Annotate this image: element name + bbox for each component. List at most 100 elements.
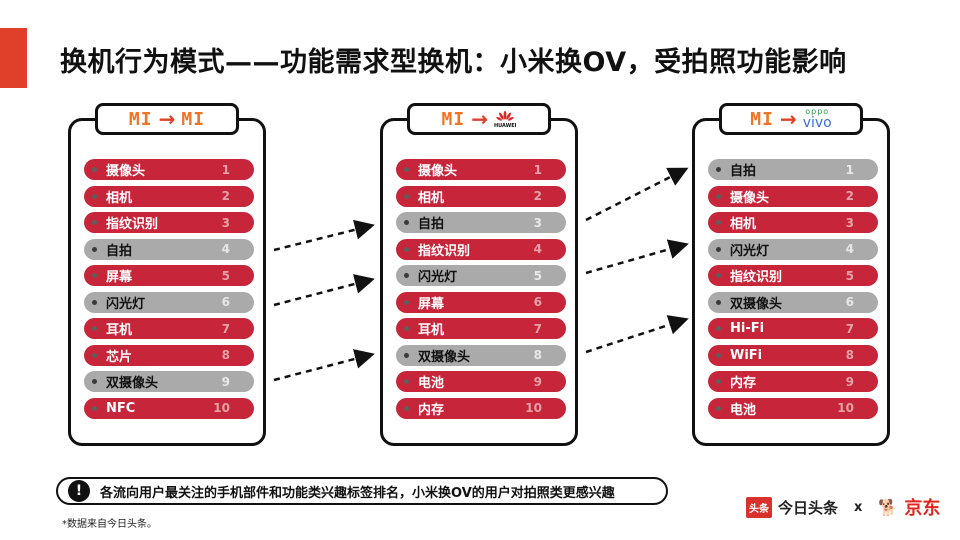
item-label: 耳机 [418, 323, 445, 338]
item-label: 自拍 [418, 217, 445, 232]
item-rank: 6 [221, 295, 230, 309]
bullet-icon [92, 326, 97, 331]
toutiao-badge: 头条 [746, 496, 772, 518]
page-title: 换机行为模式——功能需求型换机：小米换OV，受拍照功能影响 [60, 47, 847, 78]
jd-logo: 京东 [904, 498, 941, 519]
item-rank: 2 [221, 189, 230, 203]
item-rank: 3 [845, 215, 854, 230]
item-rank: 7 [221, 321, 230, 336]
bullet-icon [404, 220, 409, 225]
item-label: 屏幕 [106, 270, 133, 285]
arrow-right-icon: → [471, 107, 488, 131]
bullet-icon [716, 273, 721, 278]
bullet-icon [716, 246, 721, 252]
list-item: 屏幕 5 [84, 265, 254, 286]
item-rank: 10 [213, 401, 230, 415]
item-rank: 5 [221, 268, 230, 283]
item-label: 摄像头 [418, 164, 458, 179]
bullet-icon [404, 273, 409, 278]
bullet-icon [92, 299, 97, 305]
item-label: 摄像头 [106, 164, 146, 179]
flow-arrow [273, 274, 375, 307]
bullet-icon [92, 273, 97, 278]
bullet-icon [92, 405, 97, 411]
item-rank: 6 [533, 295, 542, 309]
list-item: 摄像头 2 [708, 185, 878, 207]
item-label: 摄像头 [730, 190, 770, 206]
item-label: 自拍 [730, 164, 757, 179]
item-rank: 5 [845, 268, 854, 283]
item-rank: 9 [845, 374, 854, 389]
item-label: 指纹识别 [730, 270, 783, 285]
list-item: 指纹识别 5 [708, 265, 878, 286]
item-rank: 2 [845, 189, 854, 203]
mi-logo: MI [181, 108, 206, 130]
list-item: 闪光灯 5 [396, 265, 566, 286]
bullet-icon [92, 220, 97, 225]
item-rank: 9 [533, 374, 542, 389]
list-item: 内存 10 [396, 397, 566, 419]
list-item: 耳机 7 [396, 318, 566, 339]
item-rank: 10 [837, 401, 854, 415]
note-text: 各流向用户最关注的手机部件和功能类兴趣标签排名，小米换OV的用户对拍照类更感兴趣 [100, 485, 615, 501]
bullet-icon [92, 193, 97, 199]
partner-logos: 头条 今日头条 x 🐕 京东 [746, 494, 940, 520]
item-rank: 4 [533, 242, 542, 256]
item-label: 闪光灯 [418, 270, 458, 285]
bullet-icon [716, 220, 721, 225]
list-item: 自拍 1 [708, 159, 878, 180]
item-label: 指纹识别 [418, 243, 471, 259]
arrow-right-icon: → [779, 107, 797, 131]
list-item: Hi-Fi 7 [708, 318, 878, 339]
arrow-right-icon: → [158, 107, 176, 131]
panel-header: MI → HUAWEI [407, 103, 551, 135]
bullet-icon [92, 352, 97, 358]
item-rank: 1 [221, 162, 230, 177]
bullet-icon [716, 405, 721, 411]
accent-bar [0, 28, 27, 88]
bullet-icon [716, 379, 721, 384]
item-rank: 10 [525, 401, 542, 415]
item-rank: 5 [533, 268, 542, 283]
mi-logo: MI [128, 108, 153, 130]
bullet-icon [404, 193, 409, 199]
huawei-petal-icon [496, 110, 514, 121]
list-item: 摄像头 1 [84, 159, 254, 180]
item-label: 双摄像头 [730, 296, 783, 312]
item-rank: 3 [221, 215, 230, 230]
item-label: 芯片 [106, 349, 133, 365]
item-label: 内存 [418, 402, 445, 418]
item-rank: 1 [845, 162, 854, 177]
flow-arrow [273, 349, 375, 382]
bullet-icon [404, 167, 409, 172]
flow-arrow [585, 167, 689, 222]
item-rank: 7 [533, 321, 542, 336]
oppo-vivo-logo: oppo vivo [802, 107, 832, 131]
item-label: 电池 [730, 402, 757, 418]
item-rank: 7 [845, 321, 854, 336]
item-rank: 6 [845, 295, 854, 309]
item-label: Hi-Fi [730, 321, 765, 336]
item-rank: 8 [845, 348, 854, 362]
flow-arrow [585, 239, 689, 275]
item-rank: 1 [533, 162, 542, 177]
item-label: 双摄像头 [418, 349, 471, 365]
item-rank: 4 [845, 242, 854, 256]
huawei-logo: HUAWEI [494, 110, 516, 129]
jd-dog-icon: 🐕 [878, 497, 899, 517]
times-sign: x [854, 499, 863, 515]
